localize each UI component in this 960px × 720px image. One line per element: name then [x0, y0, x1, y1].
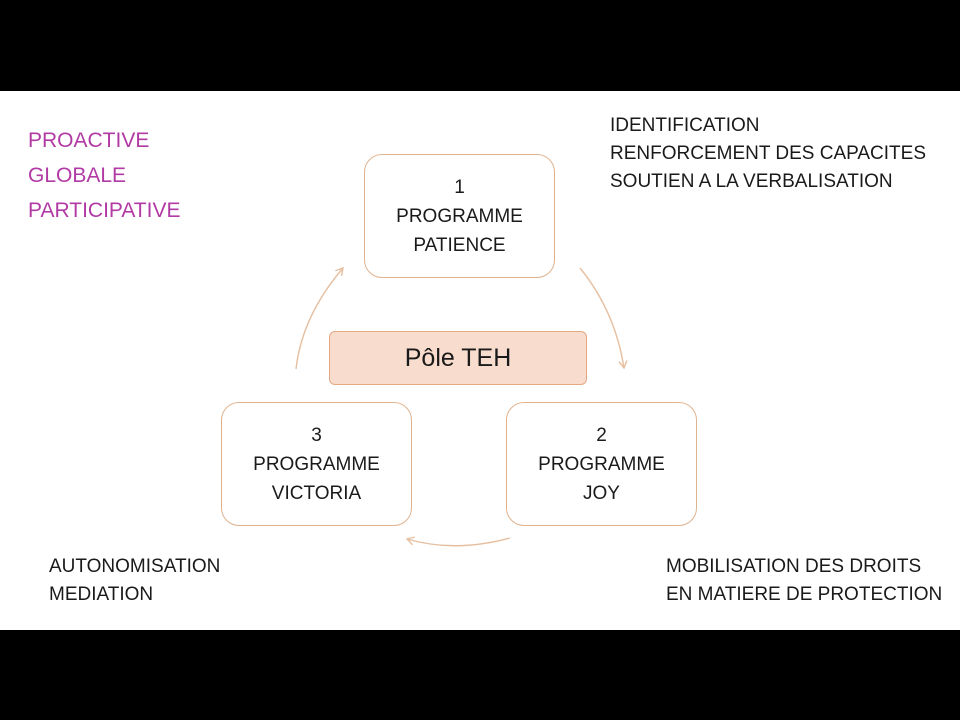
- approach-list: PROACTIVE GLOBALE PARTICIPATIVE: [28, 123, 180, 228]
- program-line: PROGRAMME: [253, 453, 380, 475]
- note-line: RENFORCEMENT DES CAPACITES: [610, 143, 927, 164]
- center-pole-box: Pôle TEH: [329, 331, 587, 385]
- slide: PROACTIVE GLOBALE PARTICIPATIVE IDENTIFI…: [0, 91, 960, 630]
- arrow-1-to-2: [579, 267, 628, 370]
- cycle-arrows: [295, 266, 628, 547]
- note-top-right: IDENTIFICATION RENFORCEMENT DES CAPACITE…: [610, 112, 926, 196]
- program-number: 2: [596, 424, 607, 446]
- program-line: PROGRAMME: [538, 453, 665, 475]
- note-line: MOBILISATION DES DROITS: [666, 556, 922, 577]
- arrow-2-to-3: [405, 536, 511, 547]
- program-box-victoria: 3 PROGRAMME VICTORIA: [221, 402, 412, 526]
- note-line: EN MATIERE DE PROTECTION: [666, 584, 943, 605]
- program-name: PATIENCE: [413, 234, 506, 256]
- program-box-patience: 1 PROGRAMME PATIENCE: [364, 154, 555, 278]
- program-number: 1: [454, 176, 465, 198]
- note-line: SOUTIEN A LA VERBALISATION: [610, 171, 893, 192]
- center-label: Pôle TEH: [404, 343, 512, 372]
- program-name: JOY: [583, 482, 620, 504]
- program-number: 3: [311, 424, 322, 446]
- note-bottom-left: AUTONOMISATION MEDIATION: [49, 553, 220, 609]
- program-line: PROGRAMME: [396, 205, 523, 227]
- program-name: VICTORIA: [271, 482, 362, 504]
- note-line: MEDIATION: [49, 584, 154, 605]
- approach-item: PARTICIPATIVE: [28, 199, 181, 222]
- approach-item: PROACTIVE: [28, 129, 150, 152]
- program-box-joy: 2 PROGRAMME JOY: [506, 402, 697, 526]
- note-line: AUTONOMISATION: [49, 556, 221, 577]
- approach-item: GLOBALE: [28, 164, 127, 187]
- note-bottom-right: MOBILISATION DES DROITS EN MATIERE DE PR…: [666, 553, 942, 609]
- note-line: IDENTIFICATION: [610, 115, 760, 136]
- arrow-3-to-1: [295, 266, 344, 370]
